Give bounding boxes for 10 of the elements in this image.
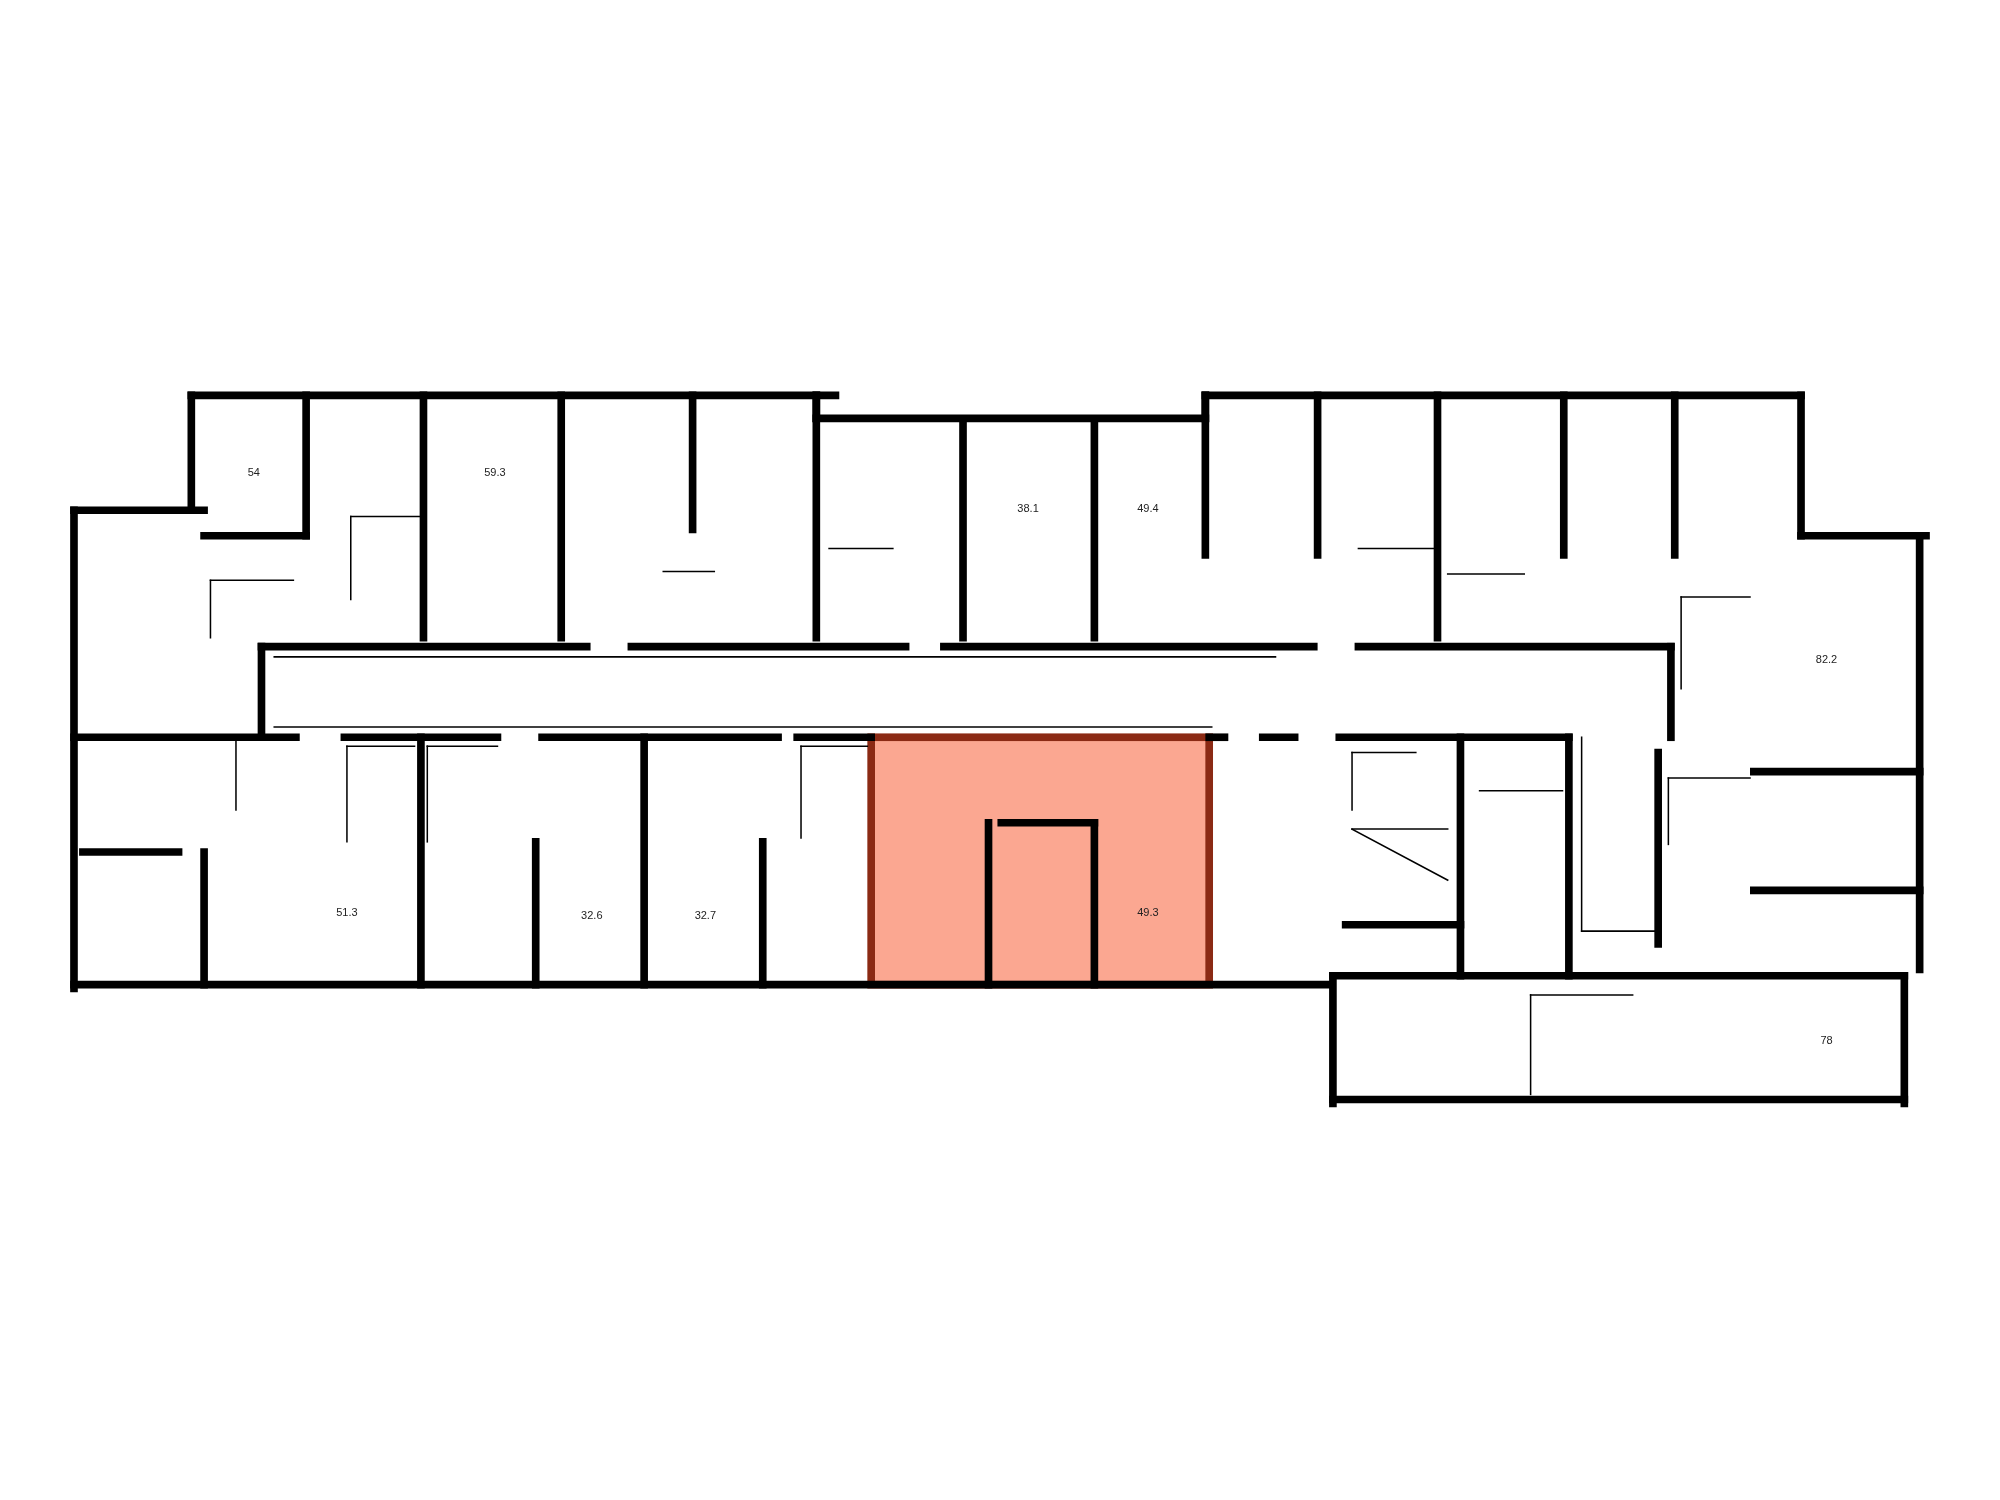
area-label: 32.7	[694, 908, 717, 921]
area-label: 54	[247, 465, 260, 478]
area-label: 51.3	[336, 906, 358, 918]
area-label: 82.2	[1815, 653, 1838, 666]
area-label: 38.1	[1017, 501, 1039, 514]
area-label: 49.4	[1137, 501, 1159, 514]
area-label: 49.3	[1137, 906, 1159, 918]
area-label: 78	[1820, 1033, 1833, 1046]
area-label: 59.3	[484, 465, 506, 478]
area-label: 32.6	[581, 908, 603, 921]
